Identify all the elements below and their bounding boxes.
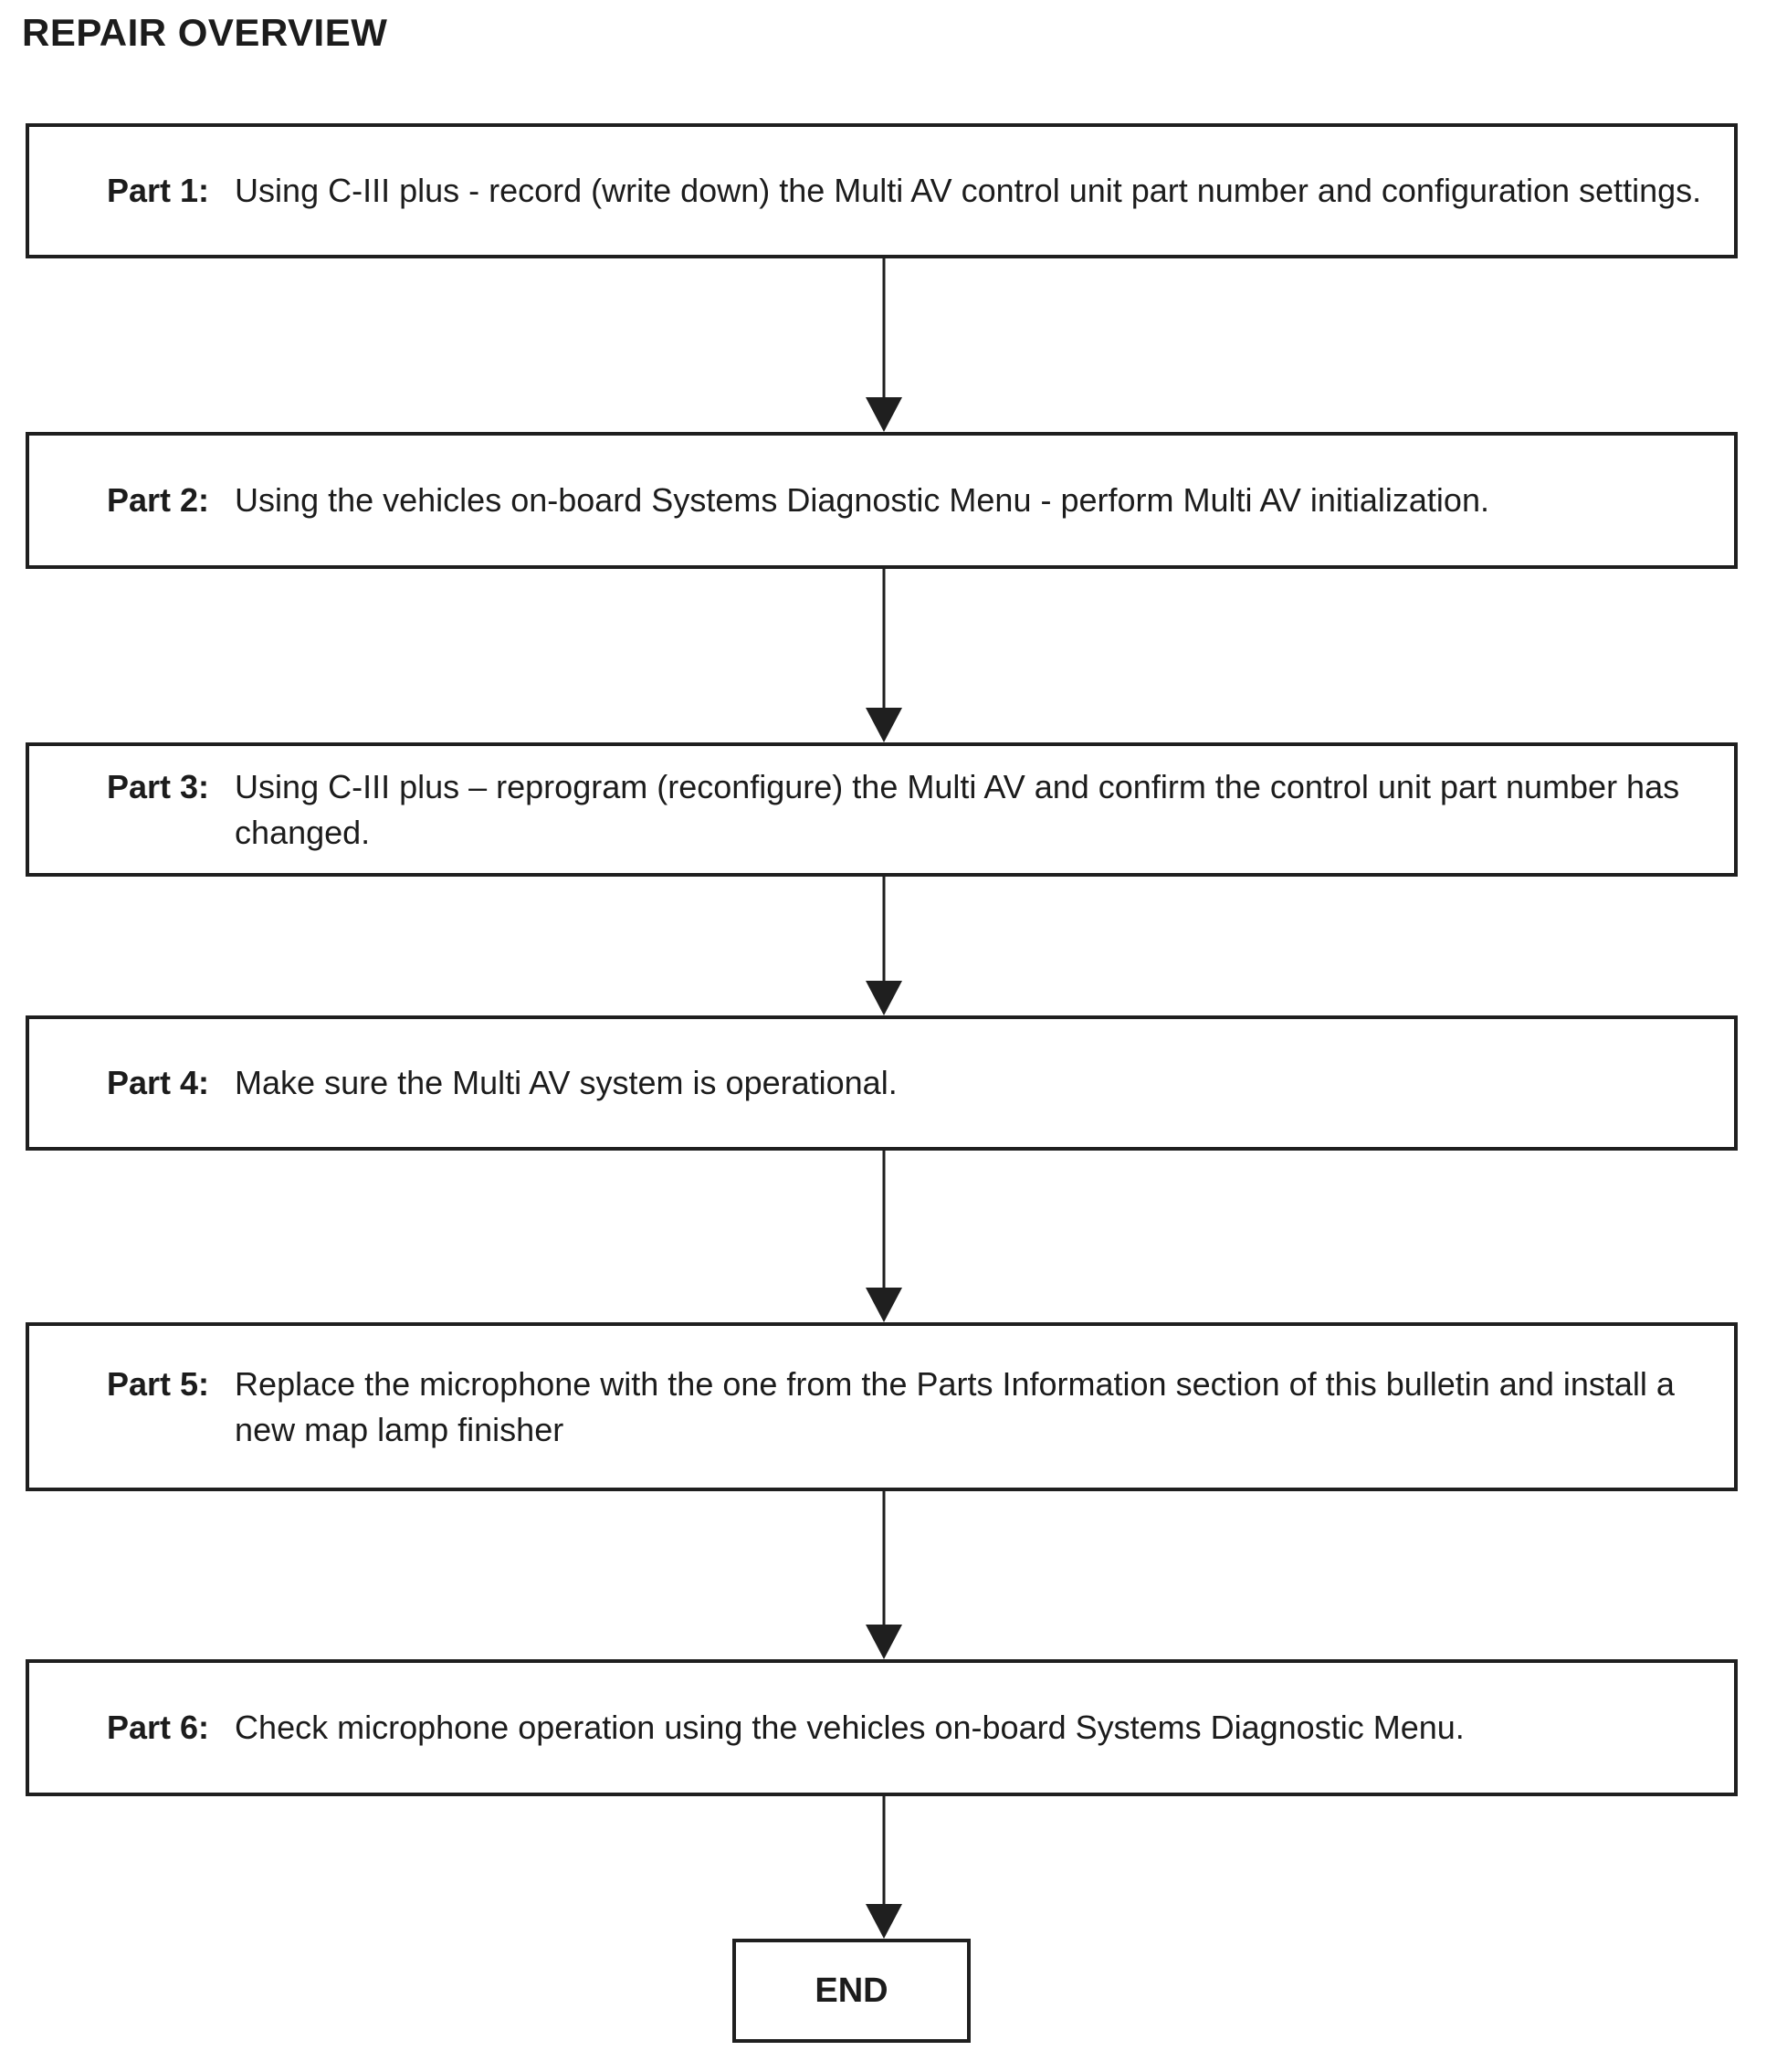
arrow-part3-to-part4 [866,877,902,1015]
arrow-head-icon [866,1288,902,1322]
part-2-label: Part 2: [107,481,210,519]
arrow-part5-to-part6 [866,1491,902,1659]
arrow-shaft [882,1796,886,1911]
part-1-text: Using C-III plus - record (write down) t… [235,172,1702,209]
part-5-label: Part 5: [107,1364,210,1403]
part-6-box: Part 6: Check microphone operation using… [26,1659,1738,1796]
arrow-head-icon [866,708,902,742]
arrow-head-icon [866,397,902,432]
part-6-row: Part 6: Check microphone operation using… [29,1705,1734,1751]
part-5-box: Part 5: Replace the microphone with the … [26,1322,1738,1491]
part-4-box: Part 4: Make sure the Multi AV system is… [26,1015,1738,1151]
part-4-row: Part 4: Make sure the Multi AV system is… [29,1060,1734,1106]
part-6-label: Part 6: [107,1709,210,1746]
arrow-part4-to-part5 [866,1151,902,1322]
part-3-label: Part 3: [107,767,210,805]
part-3-box: Part 3: Using C-III plus – reprogram (re… [26,742,1738,877]
part-4-text: Make sure the Multi AV system is operati… [235,1064,898,1101]
end-box: END [732,1939,971,2043]
part-2-text: Using the vehicles on-board Systems Diag… [235,481,1489,519]
page-title: REPAIR OVERVIEW [22,11,388,54]
arrow-part6-to-end [866,1796,902,1939]
arrow-head-icon [866,1625,902,1659]
part-2-row: Part 2: Using the vehicles on-board Syst… [29,478,1734,523]
arrow-part2-to-part3 [866,569,902,742]
part-1-label: Part 1: [107,172,210,209]
part-3-text: Using C-III plus – reprogram (reconfigur… [235,767,1680,851]
part-3-row: Part 3: Using C-III plus – reprogram (re… [29,764,1734,856]
part-5-row: Part 5: Replace the microphone with the … [29,1362,1734,1453]
part-5-text: Replace the microphone with the one from… [235,1364,1675,1448]
arrow-head-icon [866,981,902,1015]
part-2-box: Part 2: Using the vehicles on-board Syst… [26,432,1738,569]
part-1-row: Part 1: Using C-III plus - record (write… [29,168,1734,214]
part-1-box: Part 1: Using C-III plus - record (write… [26,123,1738,258]
part-4-label: Part 4: [107,1064,210,1101]
part-6-text: Check microphone operation using the veh… [235,1709,1465,1746]
arrow-head-icon [866,1904,902,1939]
arrow-shaft [882,258,886,405]
arrow-shaft [882,877,886,988]
end-label: END [815,1971,888,2010]
arrow-shaft [882,1491,886,1632]
arrow-shaft [882,569,886,715]
arrow-part1-to-part2 [866,258,902,432]
arrow-shaft [882,1151,886,1295]
